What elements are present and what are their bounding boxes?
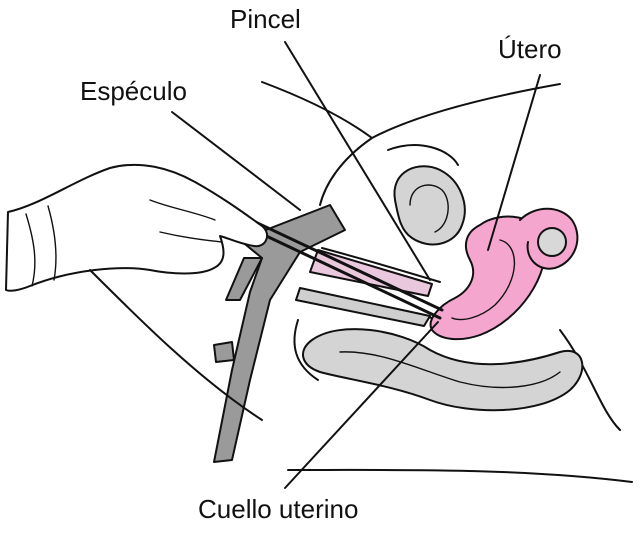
gloved-hand (6, 165, 267, 291)
ovary (538, 228, 566, 256)
label-brush: Pincel (230, 6, 301, 32)
body-outline-bottom (288, 470, 632, 482)
label-cervix: Cuello uterino (198, 496, 358, 522)
bladder (394, 166, 464, 244)
body-outline-top (262, 82, 560, 138)
pubic-area (388, 145, 458, 165)
label-uterus: Útero (498, 36, 562, 62)
label-speculum: Espéculo (80, 78, 187, 104)
rectum (303, 329, 582, 410)
speculum-screw (214, 342, 234, 362)
